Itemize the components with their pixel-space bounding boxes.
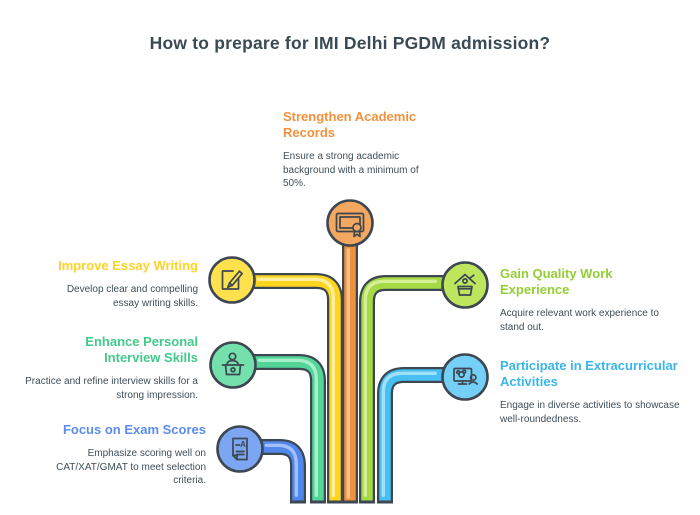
node-extracurricular: [441, 353, 489, 401]
pencil-paper-icon: [221, 270, 244, 290]
section-extracurricular-heading: Participate in Extracurricular Activitie…: [500, 358, 678, 389]
section-essay-heading: Improve Essay Writing: [58, 258, 198, 273]
section-extracurricular-description: Engage in diverse activities to showcase…: [500, 400, 680, 425]
section-exam: Focus on Exam Scores Emphasize scoring w…: [18, 422, 206, 488]
section-interview: Enhance Personal Interview Skills Practi…: [8, 334, 198, 402]
node-academic: [326, 199, 374, 247]
section-essay: Improve Essay Writing Develop clear and …: [48, 258, 198, 310]
certificate-icon: [335, 212, 365, 238]
section-work-description: Acquire relevant work experience to stan…: [500, 308, 659, 333]
node-interview: [209, 341, 257, 389]
node-essay: [208, 256, 256, 304]
section-academic: Strengthen Academic Records Ensure a str…: [283, 109, 438, 191]
section-work-heading: Gain Quality Work Experience: [500, 266, 613, 297]
section-work: Gain Quality Work Experience Acquire rel…: [500, 266, 660, 334]
work-experience-icon: [454, 273, 476, 296]
node-exam: A: [216, 425, 264, 473]
branch-essay: [232, 273, 343, 504]
branch-academic: [342, 225, 358, 504]
branch-exam: [240, 439, 306, 504]
section-exam-heading: Focus on Exam Scores: [62, 422, 206, 437]
svg-text:A: A: [240, 440, 246, 449]
section-interview-description: Practice and refine interview skills for…: [25, 376, 198, 401]
section-interview-heading: Enhance Personal Interview Skills: [85, 334, 198, 365]
graded-document-icon: A: [232, 437, 248, 461]
section-essay-description: Develop clear and compelling essay writi…: [66, 284, 198, 309]
branch-work: [359, 275, 465, 504]
section-exam-description: Emphasize scoring well on CAT/XAT/GMAT t…: [56, 448, 206, 486]
group-activity-icon: [453, 367, 479, 385]
page-title: How to prepare for IMI Delhi PGDM admiss…: [149, 33, 551, 53]
node-work: [441, 261, 489, 309]
section-extracurricular: Participate in Extracurricular Activitie…: [500, 358, 680, 426]
section-academic-description: Ensure a strong academic background with…: [283, 151, 419, 189]
section-academic-heading: Strengthen Academic Records: [283, 109, 417, 140]
interview-desk-icon: [221, 352, 245, 376]
branch-interview: [233, 354, 326, 504]
branch-extracurricular: [377, 367, 465, 504]
